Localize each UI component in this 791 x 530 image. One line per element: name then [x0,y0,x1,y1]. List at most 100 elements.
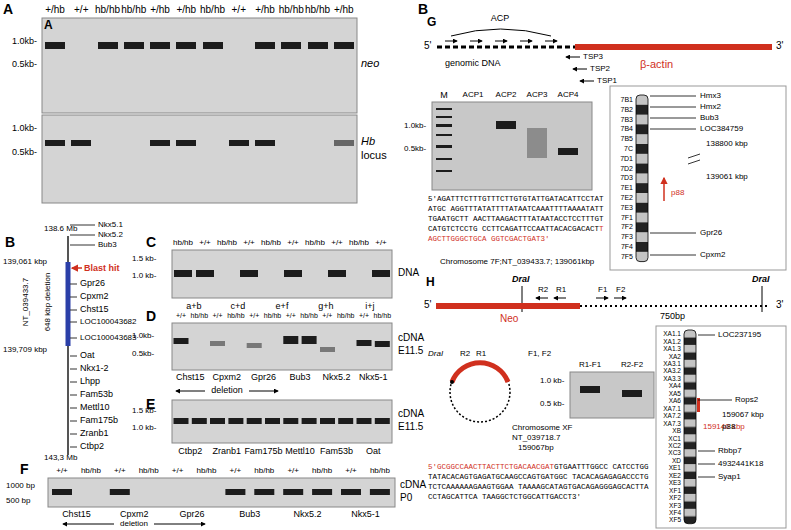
label: hb/hb [217,238,237,247]
label: +/+ [199,238,211,247]
label: 5' [424,299,431,311]
label: Chst15 [62,509,91,519]
gel-bands [436,108,578,172]
label: XF2 [669,494,681,501]
label: XA7.1 [663,405,681,412]
gel-panel [570,372,654,418]
label: G [427,16,436,30]
label: Nkx5.2 [294,509,322,519]
label: i+j [365,301,374,311]
inset-box [610,86,786,270]
label: Chromosome XF [512,423,572,432]
label: XF5 [669,516,681,523]
label: Hmx2 [700,102,721,111]
label: 7F5 [621,253,633,261]
label: TSP3 [583,52,603,61]
label: LOC384759 [700,124,743,133]
label: +/+ [243,238,255,247]
label: 159067 kbp [722,410,764,419]
label: hb/hb [349,238,369,247]
label: Chromosome 7F;NT_039433.7; 139061kbp [440,257,594,266]
gel-bands [174,336,390,352]
label: 1.5 kb- [132,406,156,415]
label: D [146,308,156,324]
label: XA6 [669,397,681,404]
label: 7E1 [621,184,633,192]
label: F [20,461,29,477]
gel-a [42,18,357,203]
label: hb/hb [196,466,216,475]
label: XA4 [669,382,681,389]
label: 1.0kb- [12,123,37,133]
label: +/+ [287,238,299,247]
label: p88 [722,422,735,431]
label: TSP2 [590,64,610,73]
label: hb/hb [305,238,325,247]
label: β-actin [640,58,673,71]
label: XE3 [669,479,681,486]
label: Blast hit [84,263,120,273]
label: hb/hb [312,466,332,475]
label: 7F3 [621,233,633,241]
label: 7F2 [621,223,633,231]
label: 7E3 [621,204,633,212]
label: A [44,19,53,33]
label: XA1.3 [663,345,681,352]
sequence-block: 5'GCGGCCAACTTACTTCTGACAACGATGTGAATTTGGCC… [428,462,650,502]
label: Fam175b [244,446,282,456]
label: Cpxm2 [700,250,725,259]
label: H [426,276,435,290]
label: Neo [500,313,518,325]
label: hb/hb [261,238,281,247]
label: +/+ [56,466,68,475]
label: +/hb [45,4,65,16]
leader-lines [698,335,732,477]
label: XC2 [668,442,681,449]
label: XF1 [669,487,681,494]
label: hb/hb [300,312,318,320]
label: R2 [460,349,470,358]
label: XE2 [669,472,681,479]
deletion-segment [66,262,71,346]
label: g+h [318,301,333,311]
label: 1.0kb- [12,36,37,46]
label: +/+ [375,238,387,247]
label: R1-F1 [579,360,601,369]
label: Fam175b [80,415,118,425]
label: +/+ [359,312,369,320]
primer-arrows [536,298,626,299]
label: hb/hb [279,4,304,16]
label: +/+ [249,312,259,320]
label: F1, F2 [528,349,551,358]
chromosome-line [67,236,69,455]
label: 0.5kb- [12,147,37,157]
gel-panel [172,400,392,443]
label: XE1 [669,464,681,471]
label: 1.0 kb- [540,376,564,385]
label: +/+ [331,238,343,247]
label: XA1.2 [663,338,681,345]
label: 1000 bp [6,481,35,490]
chromosome-ideogram [636,95,648,262]
label: +/+ [322,312,332,320]
label: +/hb [255,4,275,16]
blast-arrow [72,267,82,269]
label: 3' [776,299,783,311]
label: +/+ [172,466,184,475]
label: XA3.2 [663,367,681,374]
label: XB [672,427,681,434]
label: +/hb [150,4,170,16]
label: +/hb [334,4,354,16]
label: deletion [120,519,148,528]
label: locus [361,149,387,162]
label: XD [672,457,681,464]
label: Nkx5.1 [98,220,123,229]
label: cDNA [398,408,424,420]
label: hb/hb [305,4,330,16]
label: +/+ [74,4,88,16]
gel-panel [48,478,395,507]
label: B [5,234,15,250]
gel-panel [432,102,592,190]
label: Zranb1 [213,446,242,456]
